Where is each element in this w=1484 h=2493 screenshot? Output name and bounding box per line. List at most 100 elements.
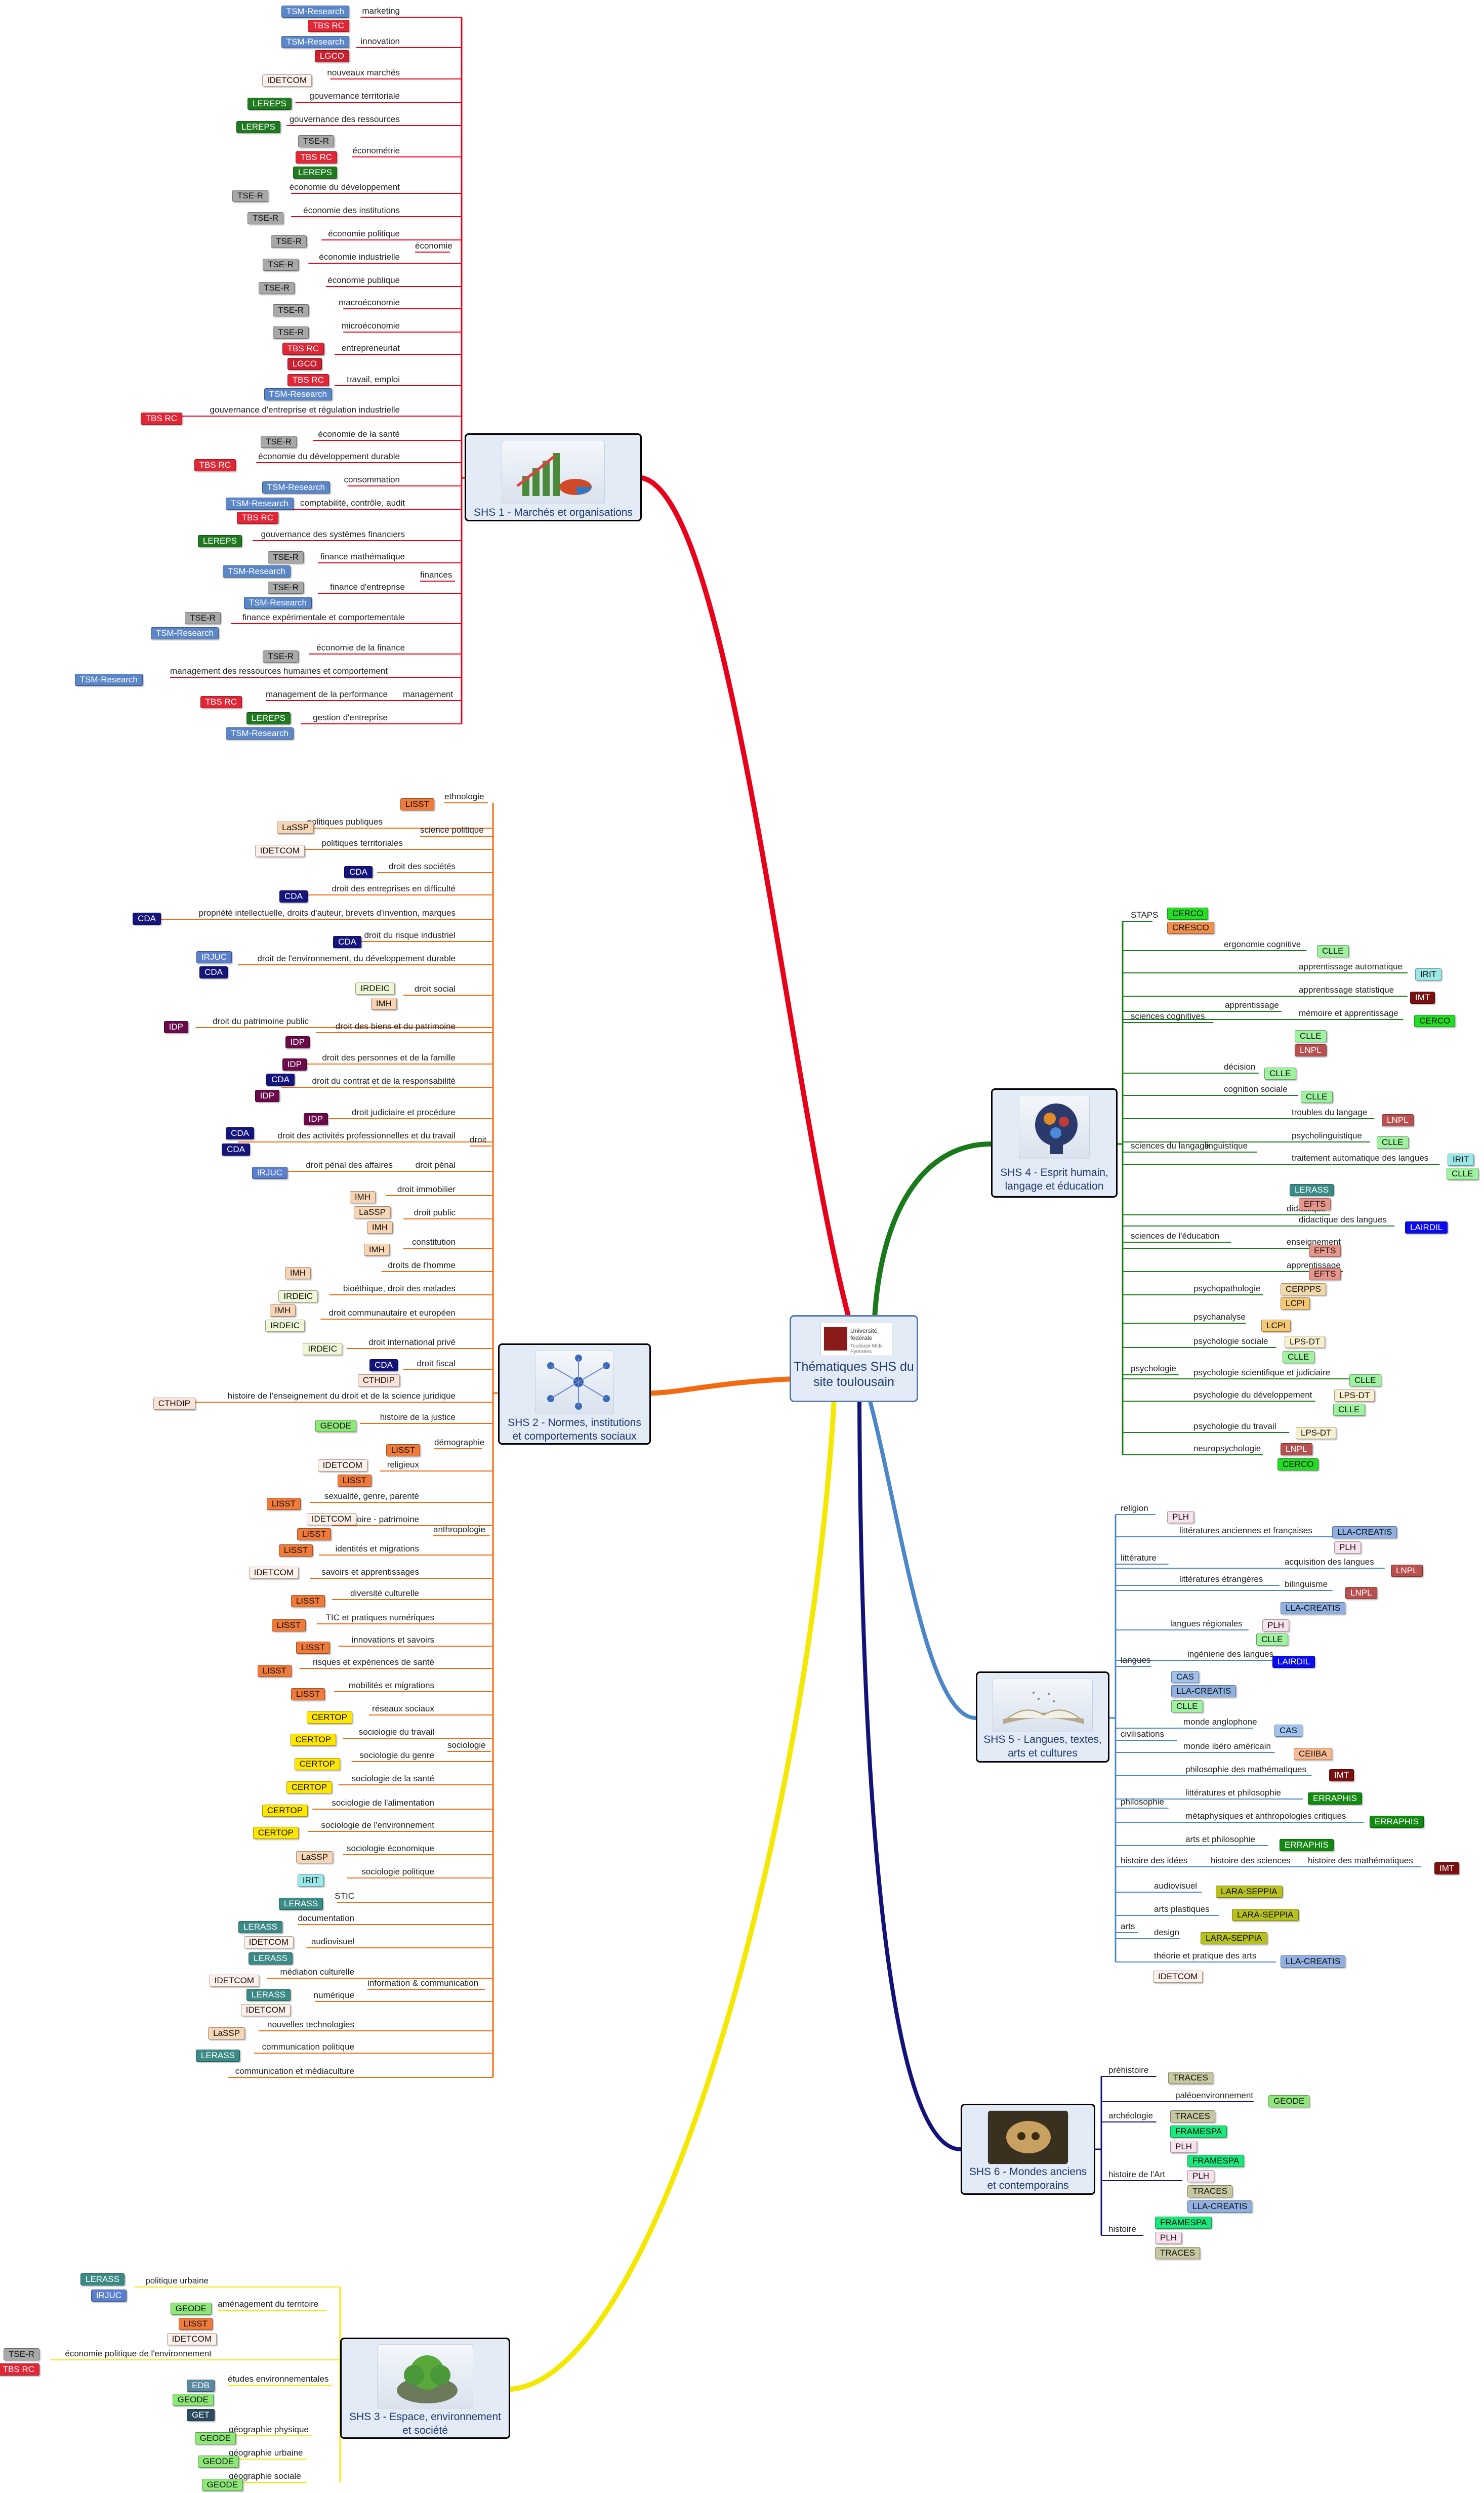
lab-tag[interactable]: IDETCOM bbox=[167, 2333, 217, 2345]
branch-node-shs5[interactable]: SHS 5 - Langues, textes, arts et culture… bbox=[976, 1671, 1109, 1763]
lab-tag[interactable]: LNPL bbox=[1391, 1565, 1423, 1577]
topic-label[interactable]: arts et philosophie bbox=[1185, 1834, 1255, 1844]
lab-tag[interactable]: FRAMESPA bbox=[1187, 2155, 1245, 2167]
lab-tag[interactable]: LARA-SEPPIA bbox=[1201, 1932, 1267, 1944]
topic-label[interactable]: sciences de l'éducation bbox=[1131, 1231, 1220, 1241]
lab-tag[interactable]: CEIIBA bbox=[1294, 1748, 1332, 1760]
lab-tag[interactable]: IRJUC bbox=[252, 1167, 287, 1179]
lab-tag[interactable]: TSE-R bbox=[4, 2348, 39, 2360]
topic-label[interactable]: finances bbox=[420, 570, 452, 580]
lab-tag[interactable]: LERASS bbox=[1290, 1184, 1334, 1196]
lab-tag[interactable]: CRESCO bbox=[1167, 922, 1214, 934]
topic-label[interactable]: littératures étrangères bbox=[1179, 1574, 1263, 1584]
lab-tag[interactable]: LEREPS bbox=[247, 98, 292, 110]
lab-tag[interactable]: LERASS bbox=[238, 1921, 282, 1933]
topic-label[interactable]: littératures anciennes et françaises bbox=[1179, 1526, 1312, 1535]
topic-label[interactable]: neuropsychologie bbox=[1193, 1444, 1261, 1453]
lab-tag[interactable]: IDP bbox=[163, 1021, 188, 1033]
lab-tag[interactable]: TSM-Research bbox=[262, 481, 330, 494]
lab-tag[interactable]: ERRAPHIS bbox=[1308, 1792, 1362, 1805]
lab-tag[interactable]: TSM-Research bbox=[281, 6, 349, 18]
lab-tag[interactable]: TRACES bbox=[1187, 2185, 1232, 2197]
lab-tag[interactable]: LEREPS bbox=[197, 535, 242, 547]
lab-tag[interactable]: TRACES bbox=[1168, 2072, 1213, 2084]
lab-tag[interactable]: CTHDIP bbox=[357, 1374, 400, 1386]
lab-tag[interactable]: CERTOP bbox=[294, 1758, 340, 1770]
topic-label[interactable]: troubles du langage bbox=[1292, 1108, 1368, 1117]
lab-tag[interactable]: CERCO bbox=[1277, 1458, 1319, 1470]
lab-tag[interactable]: IRJUC bbox=[196, 951, 232, 963]
topic-label[interactable]: bilinguisme bbox=[1285, 1579, 1328, 1589]
lab-tag[interactable]: CLLE bbox=[1317, 945, 1349, 957]
topic-label[interactable]: religieux bbox=[387, 1460, 419, 1469]
topic-label[interactable]: STAPS bbox=[1131, 910, 1159, 920]
lab-tag[interactable]: IDETCOM bbox=[209, 1975, 259, 1987]
lab-tag[interactable]: TSE-R bbox=[271, 235, 307, 248]
lab-tag[interactable]: LPS-DT bbox=[1285, 1336, 1326, 1348]
lab-tag[interactable]: CDA bbox=[199, 966, 228, 978]
lab-tag[interactable]: GEODE bbox=[170, 2303, 212, 2315]
lab-tag[interactable]: TSE-R bbox=[232, 190, 268, 202]
lab-tag[interactable]: IDP bbox=[303, 1113, 328, 1125]
lab-tag[interactable]: TSE-R bbox=[268, 582, 304, 594]
topic-label[interactable]: sociologie bbox=[447, 1740, 486, 1750]
topic-label[interactable]: ethnologie bbox=[444, 792, 484, 801]
lab-tag[interactable]: TBS RC bbox=[282, 343, 324, 355]
lab-tag[interactable]: FRAMESPA bbox=[1155, 2217, 1212, 2229]
lab-tag[interactable]: TSM-Research bbox=[281, 36, 349, 48]
topic-label[interactable]: microéconomie bbox=[341, 321, 400, 331]
topic-label[interactable]: droit fiscal bbox=[417, 1359, 456, 1368]
lab-tag[interactable]: CTHDIP bbox=[153, 1398, 195, 1410]
lab-tag[interactable]: IRIT bbox=[1415, 968, 1442, 980]
lab-tag[interactable]: LERASS bbox=[80, 2273, 125, 2285]
lab-tag[interactable]: IDETCOM bbox=[1153, 1971, 1203, 1983]
lab-tag[interactable]: LCPI bbox=[1281, 1297, 1310, 1310]
topic-label[interactable]: didactique des langues bbox=[1299, 1215, 1387, 1224]
lab-tag[interactable]: LGCO bbox=[287, 358, 322, 370]
lab-tag[interactable]: TSM-Research bbox=[264, 388, 332, 400]
lab-tag[interactable]: TSE-R bbox=[261, 436, 297, 448]
topic-label[interactable]: risques et expériences de santé bbox=[312, 1657, 434, 1667]
lab-tag[interactable]: LAIRDIL bbox=[1405, 1221, 1448, 1234]
lab-tag[interactable]: CDA bbox=[279, 890, 308, 903]
topic-label[interactable]: apprentissage bbox=[1225, 1000, 1279, 1010]
lab-tag[interactable]: TSM-Research bbox=[225, 727, 294, 740]
topic-label[interactable]: psychanalyse bbox=[1193, 1312, 1246, 1322]
topic-label[interactable]: psychologie du développement bbox=[1193, 1390, 1312, 1400]
lab-tag[interactable]: FRAMESPA bbox=[1170, 2126, 1227, 2138]
topic-label[interactable]: innovations et savoirs bbox=[351, 1635, 434, 1645]
lab-tag[interactable]: IRIT bbox=[1448, 1154, 1474, 1166]
lab-tag[interactable]: IRJUC bbox=[91, 2290, 127, 2302]
lab-tag[interactable]: LISST bbox=[337, 1475, 372, 1487]
lab-tag[interactable]: LEREPS bbox=[293, 167, 337, 179]
lab-tag[interactable]: GEODE bbox=[197, 2456, 239, 2468]
lab-tag[interactable]: IDP bbox=[255, 1090, 279, 1102]
lab-tag[interactable]: GEODE bbox=[194, 2432, 236, 2444]
lab-tag[interactable]: PLH bbox=[1262, 1619, 1290, 1631]
lab-tag[interactable]: LISST bbox=[278, 1544, 313, 1557]
topic-label[interactable]: histoire des idées bbox=[1121, 1856, 1188, 1865]
topic-label[interactable]: économie des institutions bbox=[303, 206, 400, 215]
topic-label[interactable]: droit du patrimoine public bbox=[213, 1016, 309, 1026]
lab-tag[interactable]: LEREPS bbox=[246, 712, 291, 724]
topic-label[interactable]: géographie urbaine bbox=[229, 2448, 303, 2458]
topic-label[interactable]: médiation culturelle bbox=[280, 1967, 354, 1977]
topic-label[interactable]: aménagement du territoire bbox=[218, 2299, 319, 2309]
lab-tag[interactable]: LGCO bbox=[314, 50, 349, 62]
lab-tag[interactable]: TBS RC bbox=[287, 374, 329, 386]
lab-tag[interactable]: LISST bbox=[291, 1688, 325, 1700]
lab-tag[interactable]: IMH bbox=[363, 1244, 390, 1256]
lab-tag[interactable]: TBS RC bbox=[140, 413, 182, 425]
topic-label[interactable]: droit des personnes et de la famille bbox=[322, 1053, 456, 1062]
topic-label[interactable]: histoire bbox=[1108, 2224, 1136, 2234]
topic-label[interactable]: sociologie politique bbox=[361, 1867, 434, 1876]
lab-tag[interactable]: CLLE bbox=[1301, 1091, 1333, 1103]
topic-label[interactable]: économie industrielle bbox=[319, 252, 400, 262]
lab-tag[interactable]: LNPL bbox=[1295, 1044, 1327, 1056]
topic-label[interactable]: acquisition des langues bbox=[1285, 1557, 1374, 1567]
lab-tag[interactable]: CERTOP bbox=[253, 1827, 299, 1839]
lab-tag[interactable]: PLH bbox=[1167, 1511, 1194, 1523]
lab-tag[interactable]: PLH bbox=[1170, 2141, 1198, 2153]
lab-tag[interactable]: CLLE bbox=[1295, 1030, 1327, 1042]
lab-tag[interactable]: IDETCOM bbox=[255, 845, 305, 857]
